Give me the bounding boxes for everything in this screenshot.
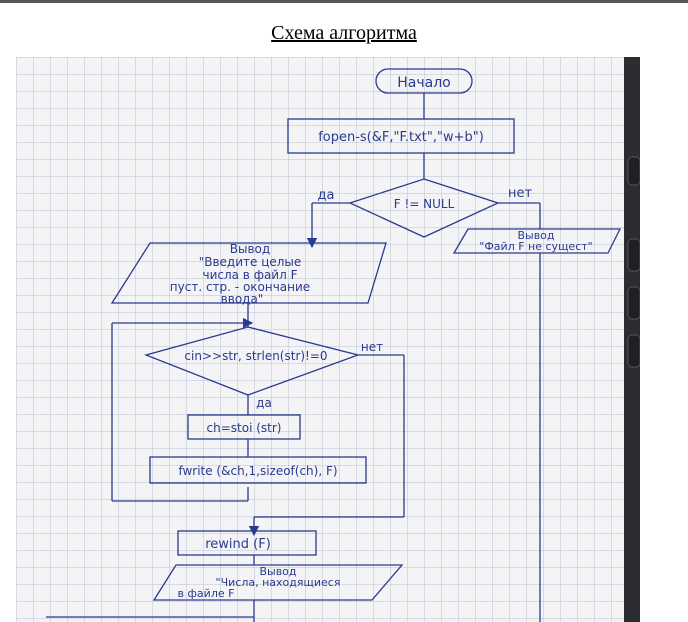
loop-no-label: нет [361,340,383,354]
loop-condition-label: cin>>str, strlen(str)!=0 [184,349,327,363]
no-label: нет [508,186,532,201]
flowchart-photo: Начало fopen-s(&F,"F.txt","w+b") F != NU… [16,57,640,622]
prompt-output-line-1: "Введите целые [199,255,302,269]
top-divider [0,0,688,3]
loop-yes-label: да [256,396,272,410]
fopen-label: fopen-s(&F,"F.txt","w+b") [318,130,484,145]
stoi-label: ch=stoi (str) [207,421,282,435]
fwrite-label: fwrite (&ch,1,sizeof(ch), F) [178,464,337,478]
rewind-label: rewind (F) [205,537,271,552]
prompt-output-line-4: ввода" [221,292,264,306]
prompt-output-title: Вывод [230,242,270,256]
yes-label: да [318,188,335,203]
error-output-text: "Файл F не сущест" [479,240,592,253]
start-label: Начало [397,75,450,91]
numbers-output-line-2: в файле F [178,587,235,600]
page-title: Схема алгоритма [0,22,688,45]
null-check-label: F != NULL [394,197,455,211]
